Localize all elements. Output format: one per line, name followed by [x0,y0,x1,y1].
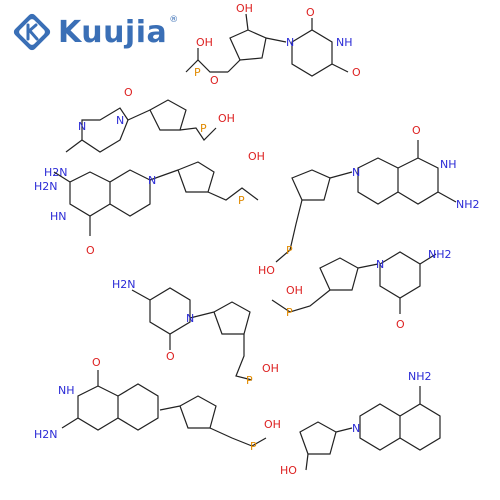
label-p-4: P [286,244,293,257]
label-ho-ade: HO [280,464,297,477]
label-o-cyt2: O [396,318,405,331]
label-h2n-gua3: H2N [34,428,58,441]
label-ho-4: HO [258,264,275,277]
label-oh-6: OH [262,362,279,375]
label-n-gua1: N [148,174,156,187]
brand-logo: Kuujia ® [12,10,178,54]
label-nh-gua2: NH [440,158,457,171]
label-o-thymine-2: O [352,66,361,79]
phosphate-5: P OH [271,284,331,319]
phosphate-2: P OH [179,112,235,141]
label-o-gua1: O [86,244,95,257]
label-oh-7: OH [264,418,281,431]
label-o-gua3: O [92,356,101,369]
phosphate-7: P OH [209,418,281,453]
label-hn-gua1: HN [50,210,67,223]
label-n-cyt1: N [116,114,124,127]
label-oh-5: OH [286,284,303,297]
label-nh2-cyt2: NH2 [428,248,452,261]
label-nh2-ade: NH2 [408,370,432,383]
label-h2n-gua1: H2N [34,180,58,193]
label-n-gua2: N [352,166,360,179]
label-n-thymine: N [286,36,294,49]
phosphate-4: P HO [258,199,303,277]
label-n-cyt1-2: N [78,120,86,133]
label-o-gua2: O [412,124,421,137]
label-p-7: P [250,440,257,453]
phosphate-3: P OH [207,150,265,207]
registered-mark: ® [169,15,179,25]
label-nh-gua3: NH [58,384,75,397]
cytidine-unit-1: N N H2N O [44,86,187,179]
label-p-5: P [286,306,293,319]
phosphate-1: P OH O [185,36,228,87]
label-n-cyt3: N [186,312,194,325]
label-nh-thymine: NH [336,36,353,49]
label-n-cyt2: N [376,258,384,271]
label-p-6: P [246,374,253,387]
label-oh-2: OH [218,112,235,125]
phosphate-6: P OH [235,334,279,387]
label-o-thymine-1: O [306,6,315,19]
label-p-1: P [194,66,201,79]
adenosine-unit: NH2 N HO [280,370,441,477]
label-h2n-cyt3: H2N [112,278,136,291]
cytidine-unit-3: H2N N O [112,278,251,363]
label-o-cyt1: O [124,86,133,99]
kuujia-logo-icon [13,13,51,51]
label-oh-top: OH [236,2,253,15]
label-o-cyt3: O [166,350,175,363]
label-nh2-gua2: NH2 [456,198,480,211]
brand-name: Kuujia [58,14,168,50]
guanosine-unit-1: H2N HN O N [34,161,215,257]
guanosine-unit-3: O NH H2N [34,356,217,441]
guanosine-unit-2: O NH NH2 N [291,124,480,211]
label-oh-3: OH [248,150,265,163]
cytidine-unit-2: NH2 N O [319,248,452,331]
label-p-3: P [238,194,245,207]
thymidine-unit: OH N NH O O [227,2,361,79]
label-o-1: O [210,74,219,87]
label-n-ade: N [352,422,360,435]
label-oh-1: OH [196,36,213,49]
label-p-2: P [200,122,207,135]
